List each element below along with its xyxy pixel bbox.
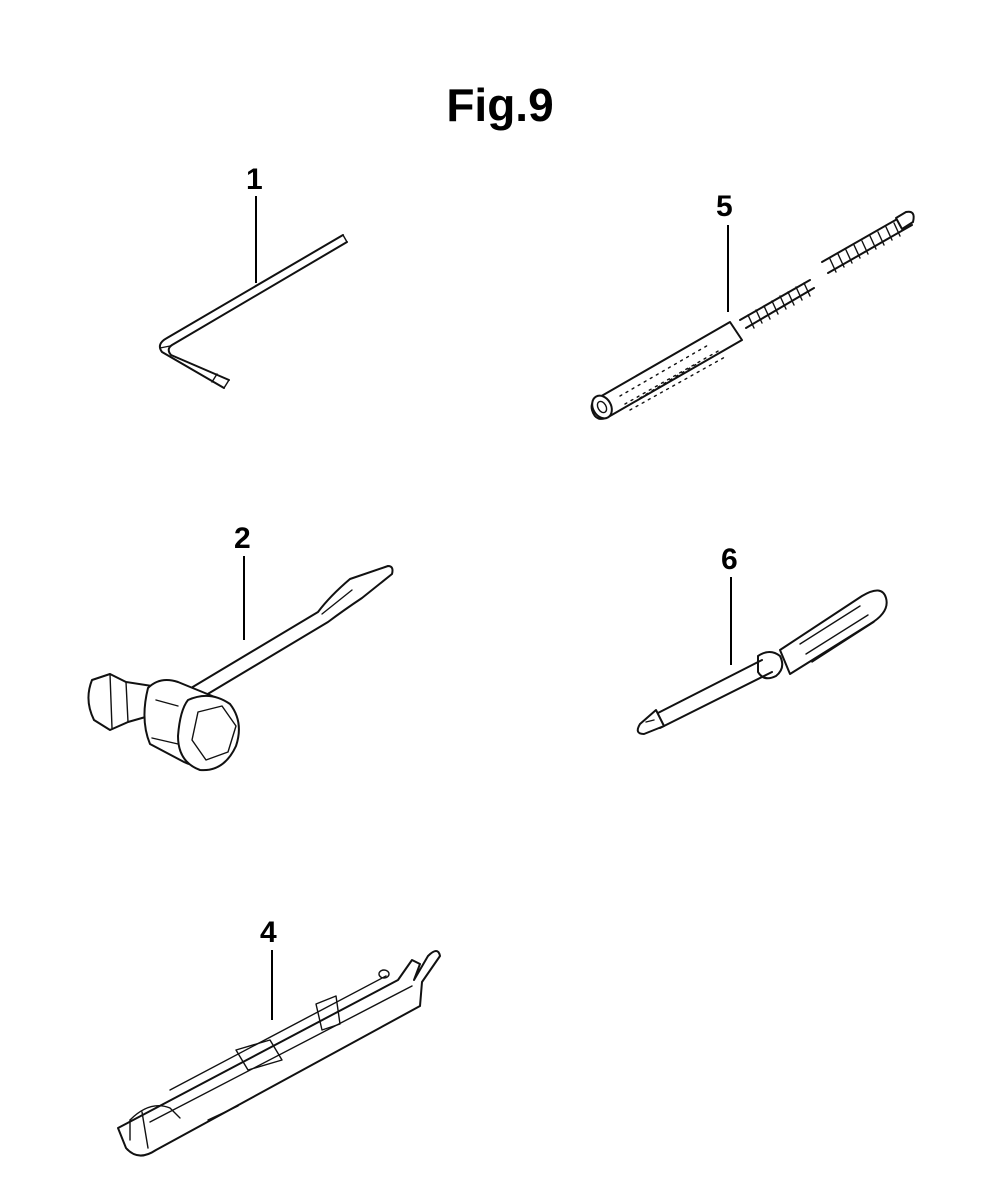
callout-5: 5 [716, 190, 733, 223]
callout-6: 6 [721, 543, 738, 576]
file-holder-icon [117, 950, 441, 1157]
callout-1: 1 [246, 163, 263, 196]
callout-2: 2 [234, 522, 251, 555]
screwdriver-icon [636, 589, 888, 735]
callout-4: 4 [260, 916, 277, 949]
hex-key-icon [158, 234, 348, 389]
threaded-rod-icon [590, 210, 915, 420]
plug-wrench-icon [87, 565, 394, 772]
figure-title: Fig.9 [446, 79, 554, 131]
